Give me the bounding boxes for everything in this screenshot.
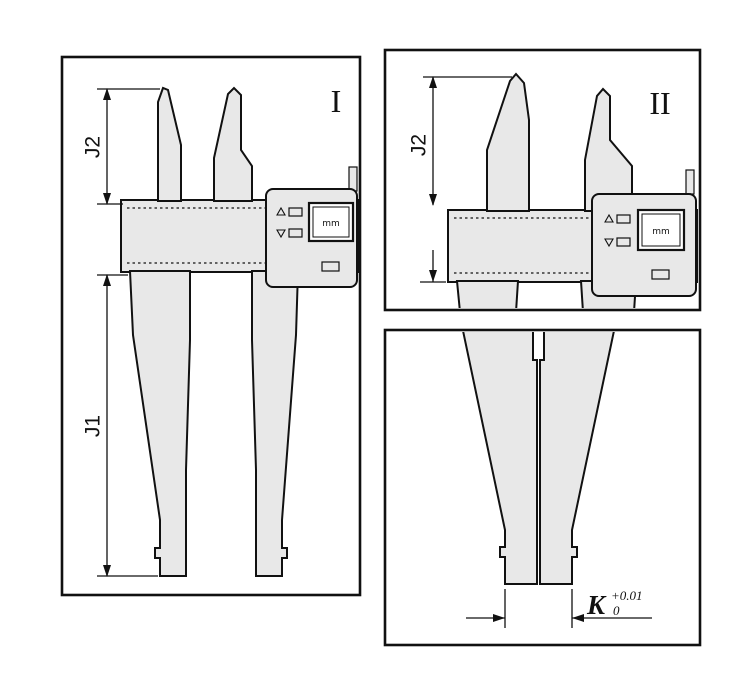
arrowhead-left-icon: [572, 614, 584, 622]
button-bottom: [651, 269, 670, 280]
caliper-1: mm: [120, 86, 359, 577]
dimension-label-k: K: [586, 590, 607, 620]
arrowhead-up-icon: [429, 76, 437, 88]
upper-jaw-left: [157, 86, 182, 202]
panel-1-border: [60, 55, 362, 597]
upper-jaw-right: [584, 87, 633, 212]
unit-label: mm: [322, 219, 340, 229]
clamp-screw: [685, 169, 695, 195]
lower-jaw-right-tip: [539, 332, 615, 585]
panel-2-caliper-type-2: mm J2 II: [383, 48, 702, 312]
panel-2-numeral: II: [649, 85, 670, 121]
display-window: [636, 208, 686, 252]
display-window-inner: [641, 213, 681, 247]
triangle-up-icon: [276, 206, 286, 216]
button-bottom: [321, 261, 340, 272]
caliper-2: mm: [447, 72, 698, 308]
clamp-screw: [348, 166, 358, 192]
button-upper: [288, 207, 303, 217]
closed-jaws: [462, 332, 615, 585]
arrowhead-down-icon: [103, 193, 111, 205]
triangle-down-icon: [604, 238, 614, 248]
tolerance-upper: +0.01: [611, 588, 643, 603]
button-lower: [288, 228, 303, 238]
lower-jaw-left-tip: [462, 332, 538, 585]
button-upper: [616, 214, 631, 224]
arrowhead-down-icon: [429, 194, 437, 206]
panel-1-caliper-type-1: mm J2 J1 I: [60, 55, 362, 597]
dimension-j2-panel-1: J2: [82, 88, 160, 205]
tolerance-lower: 0: [613, 603, 620, 618]
display-unit: mm: [265, 166, 358, 288]
triangle-up-icon: [604, 213, 614, 223]
panel-3-border: [383, 328, 702, 647]
arrowhead-up-icon: [103, 274, 111, 286]
display-unit: mm: [591, 169, 697, 297]
lower-jaw-right: [251, 270, 300, 577]
arrowhead-down-icon: [103, 565, 111, 577]
display-window-inner: [312, 206, 350, 238]
button-lower: [616, 237, 631, 247]
lower-jaw-left: [128, 270, 191, 577]
arrowhead-up-icon: [103, 88, 111, 100]
dimension-label-j2: J2: [408, 134, 431, 156]
lower-jaw-left-stub: [455, 280, 520, 308]
unit-label: mm: [652, 227, 670, 237]
panel-1-numeral: I: [331, 83, 342, 119]
upper-jaw-left: [486, 72, 530, 212]
dimension-k: K +0.01 0: [466, 588, 652, 628]
triangle-down-icon: [276, 229, 286, 239]
arrowhead-right-icon: [493, 614, 505, 622]
dimension-label-j1: J1: [82, 415, 105, 437]
panel-2-border: [383, 48, 702, 312]
display-window: [307, 201, 355, 243]
panel-3-jaw-tip-detail: K +0.01 0: [383, 328, 702, 647]
dimension-j1-panel-1: J1: [82, 274, 158, 577]
upper-jaw-right: [213, 86, 253, 202]
arrowhead-down-icon: [429, 270, 437, 282]
dimension-j2-panel-2: J2: [408, 76, 512, 283]
dimension-label-j2: J2: [82, 136, 105, 158]
